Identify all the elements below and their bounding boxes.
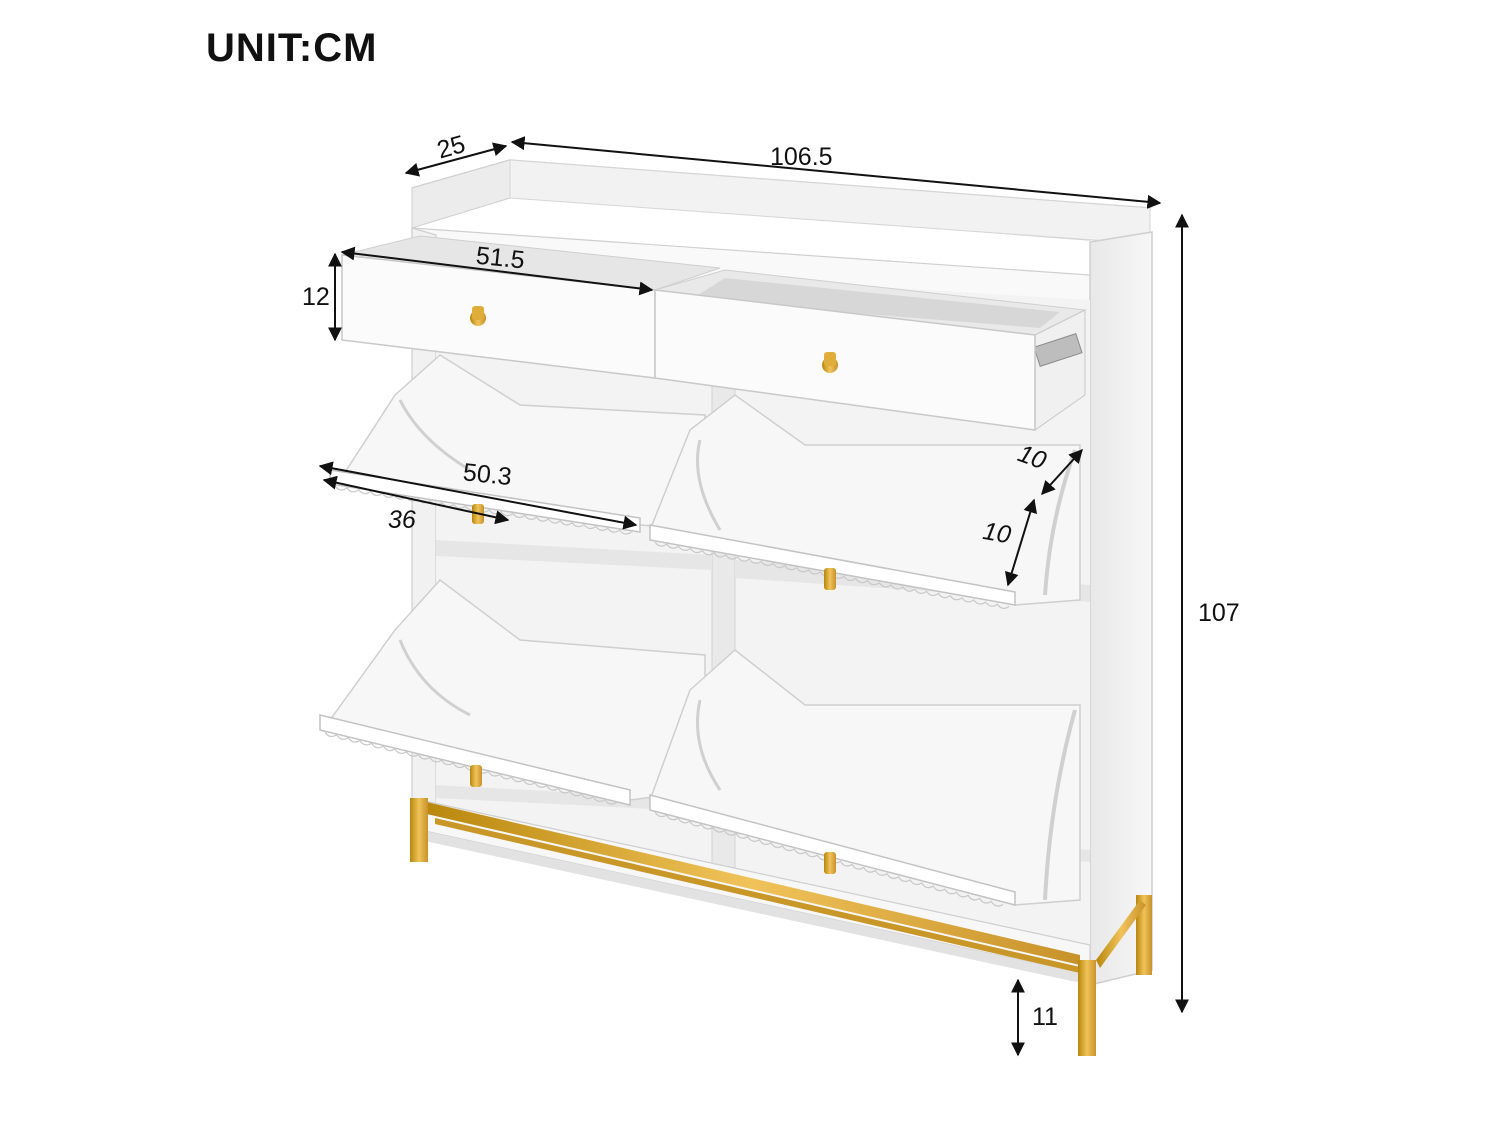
depth-label: 25: [434, 130, 468, 165]
flap-lower-left-knob: [470, 765, 482, 787]
flap-upper-right: [648, 394, 1081, 609]
drawer-height-label: 12: [302, 283, 330, 311]
drawer-slide: [1033, 333, 1083, 367]
width-label: 106.5: [770, 143, 833, 171]
flap-lower-left: [319, 578, 706, 806]
total-height-label: 107: [1198, 599, 1240, 627]
width-arrow: [510, 136, 1162, 209]
drawer-width-arrow: [340, 246, 654, 296]
back-right-leg: [1136, 895, 1152, 975]
flap-opening-arrow-b: [1004, 498, 1038, 587]
flap-lower-right-knob: [824, 852, 836, 874]
dimension-arrows: [318, 136, 1189, 1057]
right-side-panel: [1089, 231, 1153, 986]
drawer-right: [654, 269, 1087, 431]
drawer-width-label: 51.5: [475, 242, 526, 275]
flap-width-label: 50.3: [462, 458, 513, 491]
flap-upper-right-knob: [824, 568, 836, 590]
front-left-leg: [410, 798, 428, 862]
leg-height-label: 11: [1032, 1003, 1058, 1031]
flap-depth-label: 36: [388, 506, 416, 534]
flap-lower-right: [649, 649, 1081, 907]
gold-base-frame: [410, 798, 1152, 1056]
front-right-leg: [1078, 960, 1096, 1056]
flap-opening-arrow-a: [1041, 448, 1083, 496]
flap-depth-arrow: [322, 475, 510, 525]
flap-opening-label-b: 10: [981, 517, 1013, 549]
unit-title: UNIT:CM: [206, 26, 378, 70]
depth-arrow: [404, 142, 508, 177]
